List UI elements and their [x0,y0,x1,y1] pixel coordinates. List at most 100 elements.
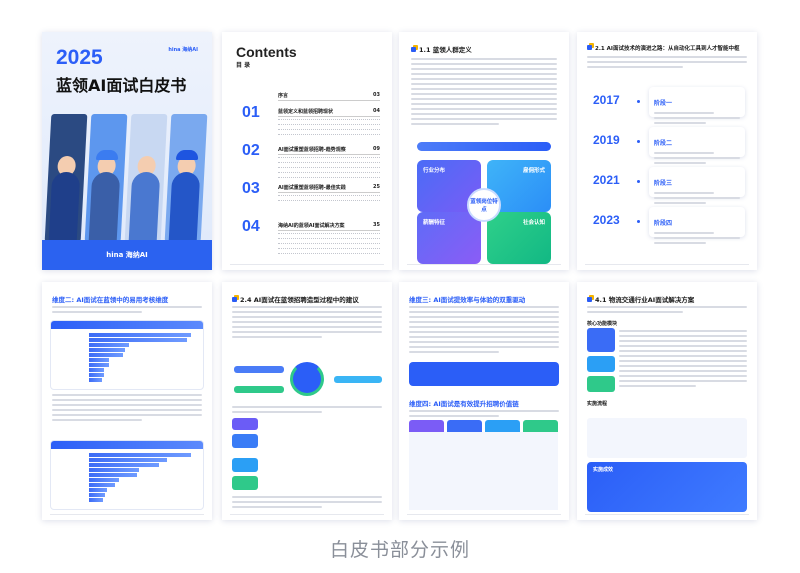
subheading: 实施流程 [587,401,608,407]
section-heading: 2.4 AI面试在蓝领招聘造型过程中的建议 [232,294,359,304]
toc-subitem [278,194,380,196]
quad-social: 社会认知 [487,212,551,264]
bar [89,453,191,457]
text-line [411,93,557,95]
toc-subitem [278,176,380,178]
page-dimension-3-4: 维度三: AI面试提效率与体验的双重驱动 维度四: AI面试是有效提升招聘价值链 [399,282,569,520]
text-line [232,411,322,413]
text-line [52,409,202,411]
toc-subitem [278,232,380,234]
timeline-card: 阶段二 [649,127,745,164]
text-line [411,98,557,100]
text-line [619,335,747,337]
section-heading: 维度二: AI面试在蓝领中的易用考核维度 [52,296,169,304]
cover-title: 蓝领AI面试白皮书 [56,76,187,95]
bar [89,483,115,487]
text-line [411,118,557,120]
text-line [587,311,683,313]
text-line [411,108,557,110]
bar-chart-2 [50,440,204,510]
text-line [411,88,557,90]
illustration-panel [124,114,168,242]
contents-title: Contents [236,44,297,60]
bar [89,478,119,482]
text-line [411,113,557,115]
bar-chart-1 [50,320,204,390]
text-line [232,506,322,508]
bar [89,468,139,472]
text-line [409,331,559,333]
toc-number: 02 [242,142,260,159]
toc-number: 01 [242,104,260,121]
toc-subitem [278,161,380,163]
text-line [409,351,499,353]
contents-subtitle: 目 录 [236,62,251,69]
cover-year: 2025 [56,46,103,69]
timeline-year: 2021 [593,173,620,187]
text-line [409,341,559,343]
bar [89,333,191,337]
page-1-1: 1.1 蓝领人群定义 行业分布 雇佣形式 薪酬特征 社会认知 蓝领岗位特点 [399,32,569,270]
bar [89,353,123,357]
text-line [232,336,322,338]
text-line [587,66,683,68]
toc-subitem [278,242,380,244]
toc-subitem [278,237,380,239]
highlight-box [409,362,559,386]
text-line [52,311,142,313]
text-line [409,415,499,417]
tag [334,376,382,383]
text-line [411,68,557,70]
timeline-year: 2017 [593,93,620,107]
text-line [619,360,747,362]
bar [89,493,105,497]
quad-banner [417,142,551,151]
text-line [619,380,747,382]
bar [89,343,129,347]
bar [89,463,159,467]
text-line [232,501,382,503]
timeline-card: 阶段三 [649,167,745,204]
section-heading: 维度三: AI面试提效率与体验的双重驱动 [409,296,526,304]
timeline-card: 阶段一 [649,87,745,124]
quad-salary: 薪酬特征 [417,212,481,264]
text-line [232,306,382,308]
bar [89,488,107,492]
results-box: 实施成效 [587,462,747,512]
text-line [409,321,559,323]
bar [89,358,109,362]
text-line [52,306,202,308]
text-line [411,103,557,105]
text-line [409,346,559,348]
bar [89,338,187,342]
text-line [52,394,202,396]
center-badge: 蓝领岗位特点 [467,188,501,222]
toc-subitem [278,171,380,173]
caption: 白皮书部分示例 [329,539,470,561]
text-line [232,326,382,328]
bar [89,378,102,382]
text-line [587,306,747,308]
text-line [619,365,747,367]
text-line [232,496,382,498]
cover-footer: hina 海纳AI [42,240,212,270]
text-line [232,311,382,313]
section-heading: 1.1 蓝领人群定义 [411,44,472,54]
text-line [52,399,202,401]
text-line [587,61,747,63]
bar [89,373,104,377]
bar [89,498,103,502]
text-line [619,355,747,357]
text-line [232,331,382,333]
toc-number: 04 [242,218,260,235]
toc-subitem [278,128,380,130]
text-line [409,410,559,412]
text-line [232,321,382,323]
timeline-year: 2019 [593,133,620,147]
